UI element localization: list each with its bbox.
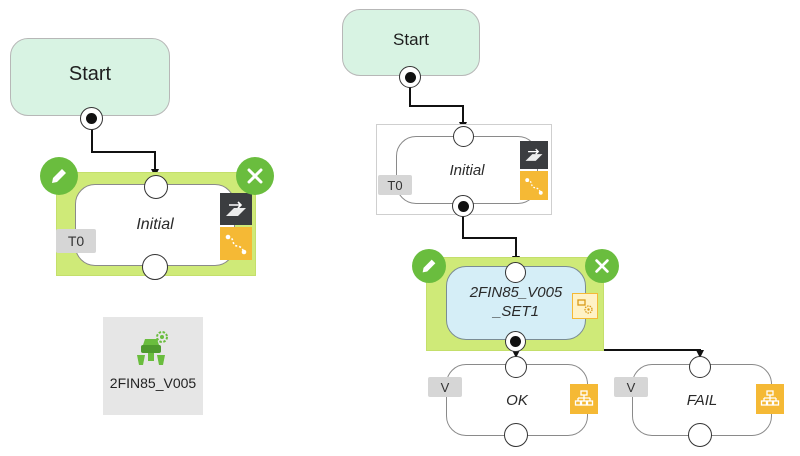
- state-input-port[interactable]: [689, 356, 711, 378]
- pencil-icon: [52, 169, 66, 183]
- path-icon[interactable]: [220, 227, 252, 260]
- path-icon[interactable]: [520, 171, 548, 200]
- hierarchy-icon[interactable]: [756, 384, 784, 414]
- state-tag: T0: [378, 175, 412, 195]
- start-output-port[interactable]: [399, 66, 421, 88]
- sequence-label: 2FIN85_V005 _SET1: [469, 284, 563, 320]
- edit-button-left[interactable]: [40, 157, 78, 195]
- component-gear-icon: [137, 331, 168, 365]
- state-label: Initial: [449, 161, 485, 179]
- sequence-output-port[interactable]: [505, 331, 526, 352]
- state-tag: T0: [56, 229, 96, 253]
- delete-button-right[interactable]: [585, 249, 619, 283]
- state-label: Initial: [136, 216, 174, 233]
- palette-item-component[interactable]: 2FIN85_V005: [103, 317, 203, 415]
- state-label: FAIL: [686, 391, 718, 409]
- state-input-port[interactable]: [505, 356, 527, 378]
- start-node-left[interactable]: Start: [10, 38, 170, 116]
- state-initial-right[interactable]: Initial: [396, 136, 538, 204]
- state-output-port[interactable]: [452, 195, 474, 217]
- palette-item-label: 2FIN85_V005: [109, 375, 197, 391]
- pencil-icon: [422, 259, 436, 273]
- delete-button-left[interactable]: [236, 157, 274, 195]
- state-tag: V: [428, 377, 462, 397]
- subprocess-icon[interactable]: [572, 293, 598, 319]
- transform-icon[interactable]: [220, 193, 252, 225]
- start-label: Start: [393, 29, 429, 49]
- state-input-port[interactable]: [453, 126, 474, 147]
- connector-start-to-initial-left: [91, 118, 159, 177]
- start-label: Start: [68, 62, 112, 85]
- hierarchy-icon[interactable]: [570, 384, 598, 414]
- state-input-port[interactable]: [144, 175, 168, 199]
- sequence-input-port[interactable]: [505, 262, 526, 283]
- start-output-port[interactable]: [80, 107, 103, 130]
- state-output-port[interactable]: [142, 254, 168, 280]
- state-tag: V: [614, 377, 648, 397]
- state-output-port[interactable]: [504, 423, 528, 447]
- close-icon: [247, 168, 263, 184]
- close-icon: [595, 259, 609, 273]
- edit-button-right[interactable]: [412, 249, 446, 283]
- state-output-port[interactable]: [688, 423, 712, 447]
- state-label: OK: [506, 391, 528, 409]
- transform-icon[interactable]: [520, 141, 548, 169]
